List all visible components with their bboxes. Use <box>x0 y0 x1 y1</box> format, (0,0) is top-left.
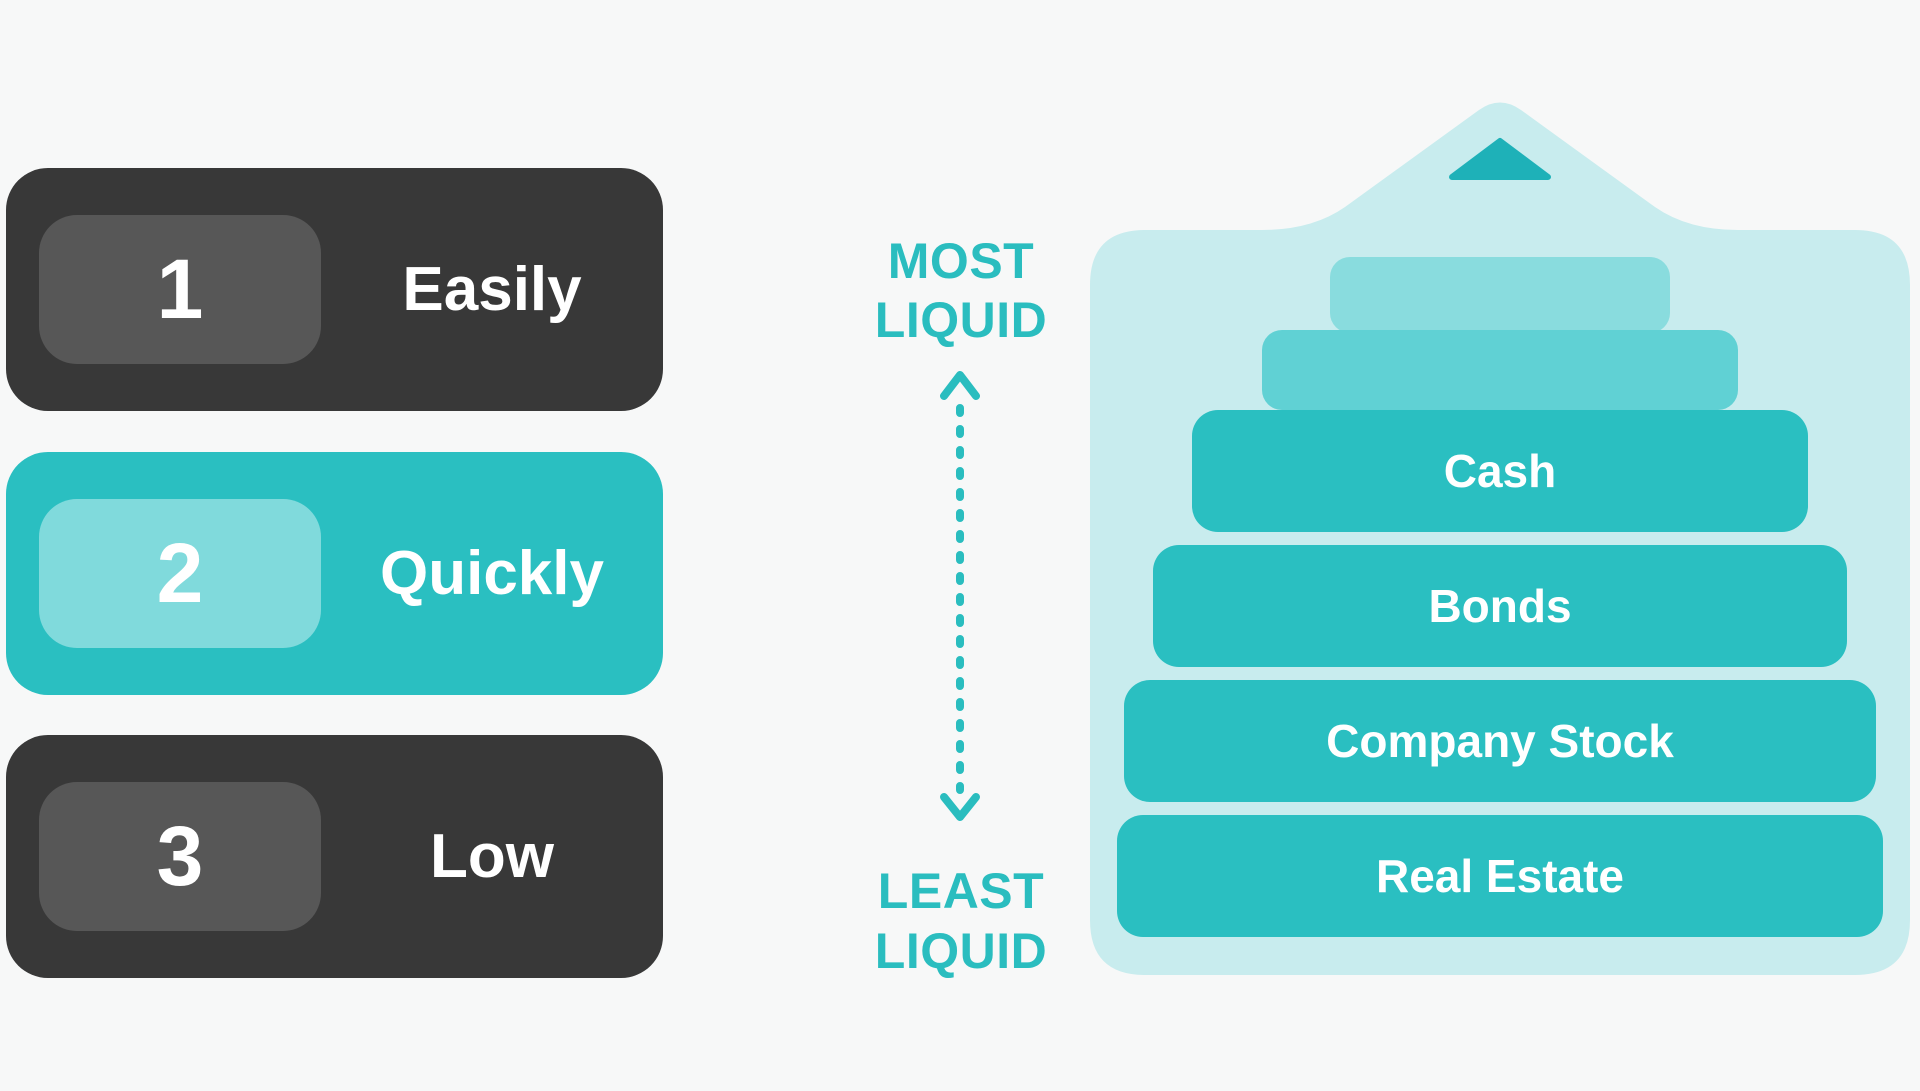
card-3-number-badge: 3 <box>39 782 321 931</box>
pyramid-level-real-estate-label: Real Estate <box>1375 850 1624 902</box>
card-2-number-badge: 2 <box>39 499 321 648</box>
card-1-number-badge: 1 <box>39 215 321 364</box>
pyramid-level-company-stock-label: Company Stock <box>1326 715 1674 767</box>
most-liquid-line1: MOST <box>887 233 1035 289</box>
least-liquid-line1: LEAST <box>877 863 1045 919</box>
pyramid-level-cash-label: Cash <box>1443 445 1557 497</box>
liquidity-range-arrow <box>940 371 980 821</box>
card-3-number: 3 <box>156 809 204 903</box>
pyramid-level-bonds: Bonds <box>1153 545 1847 667</box>
least-liquid-line2: LIQUID <box>874 923 1048 979</box>
card-3-label: Low <box>430 822 554 891</box>
card-1-easily: 1 Easily <box>6 168 663 411</box>
most-liquid-line2: LIQUID <box>874 292 1048 348</box>
pyramid-level-1 <box>1330 257 1670 333</box>
pyramid-level-bonds-label: Bonds <box>1428 580 1572 632</box>
peak-triangle-icon <box>1449 138 1551 180</box>
least-liquid-label: LEAST LIQUID <box>840 861 1082 981</box>
pyramid-level-real-estate: Real Estate <box>1117 815 1883 937</box>
arrow-down-chevron <box>940 793 980 821</box>
pyramid-level-company-stock: Company Stock <box>1124 680 1876 802</box>
card-2-quickly: 2 Quickly <box>6 452 663 695</box>
card-1-label: Easily <box>402 255 582 324</box>
card-1-number: 1 <box>156 242 204 336</box>
arrow-up-chevron <box>940 371 980 400</box>
most-liquid-label: MOST LIQUID <box>840 232 1082 350</box>
pyramid-level-cash: Cash <box>1192 410 1808 532</box>
card-2-label: Quickly <box>380 539 604 608</box>
card-3-low: 3 Low <box>6 735 663 978</box>
pyramid-level-2 <box>1262 330 1738 410</box>
card-2-number: 2 <box>156 526 204 620</box>
